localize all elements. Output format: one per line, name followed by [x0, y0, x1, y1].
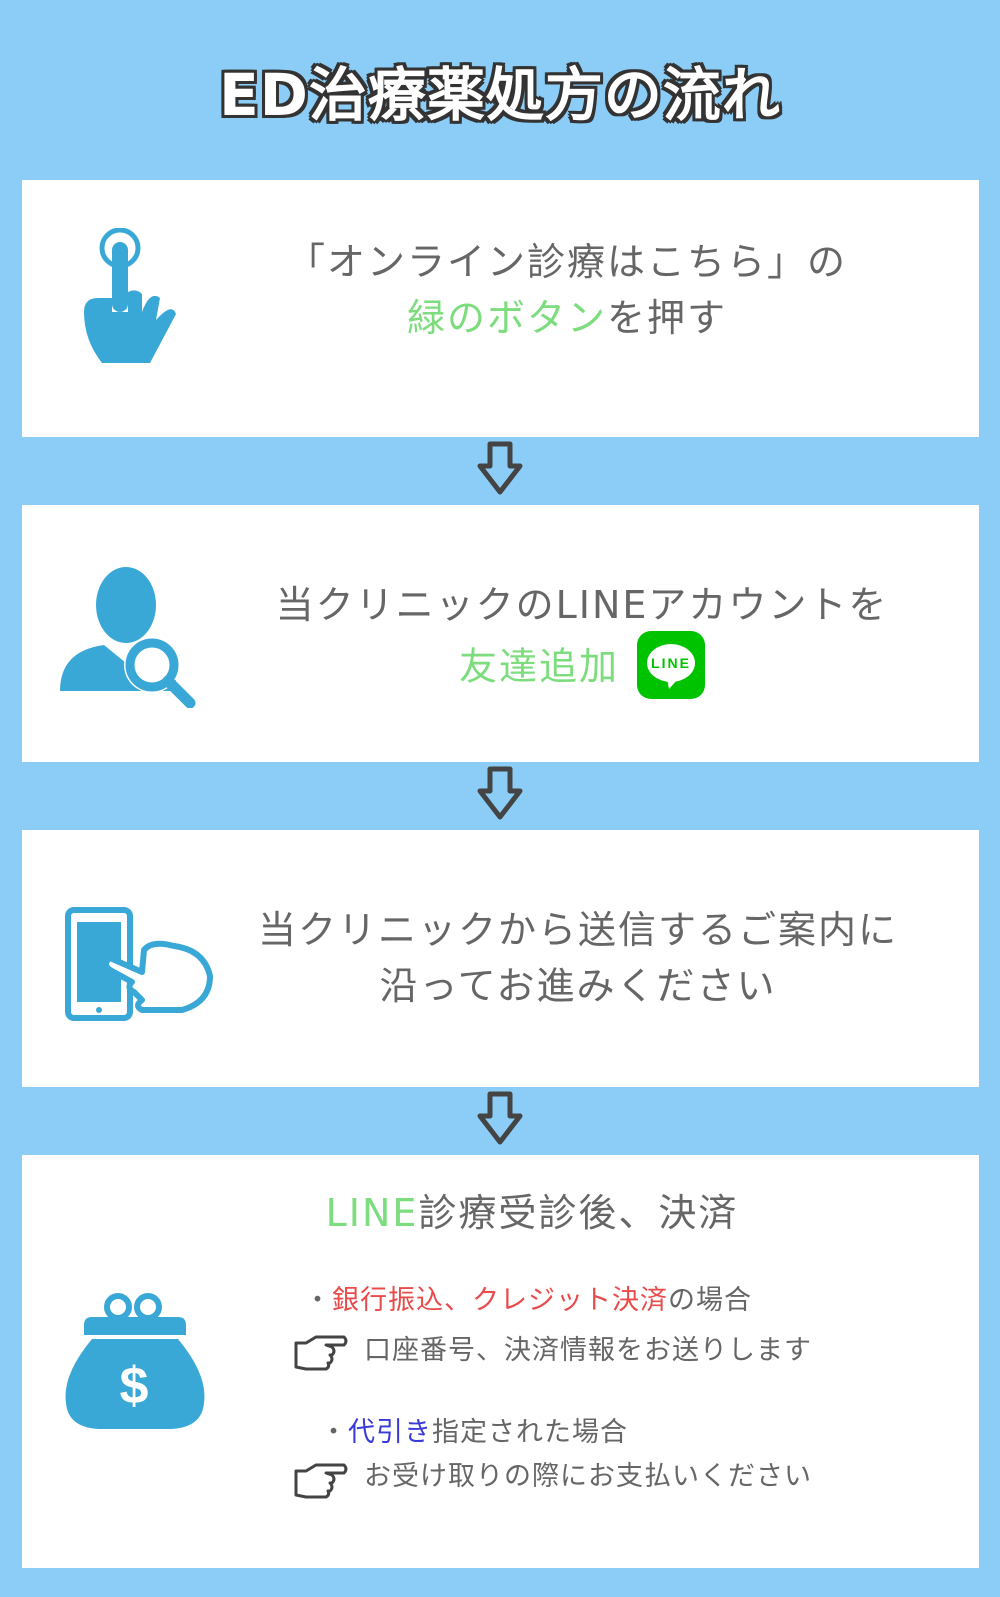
arrow-down-icon	[477, 766, 523, 820]
bullet1-rest: の場合	[668, 1285, 752, 1316]
svg-text:$: $	[120, 1357, 149, 1415]
bullet1-highlight: 銀行振込、クレジット決済	[332, 1285, 668, 1316]
hand-tap-icon	[84, 228, 176, 363]
smartphone-touch-icon	[65, 907, 213, 1021]
page-title: ED治療薬処方の流れ	[219, 61, 781, 129]
arrow-down-icon	[477, 1091, 523, 1145]
user-search-icon	[60, 567, 196, 708]
step3-line2: 沿ってお進みください	[379, 964, 777, 1008]
step-card-1: 「オンライン診療はこちら」の 緑のボタンを押す	[22, 180, 979, 437]
bullet1-detail: 口座番号、決済情報をお送りします	[364, 1335, 812, 1366]
step1-line2-rest: を押す	[607, 296, 728, 340]
bullet-bank-credit: ・銀行振込、クレジット決済の場合	[304, 1281, 752, 1321]
step4-heading: LINE診療受診後、決済	[232, 1185, 832, 1241]
step-card-3: 当クリニックから送信するご案内に 沿ってお進みください	[22, 830, 979, 1087]
step2-add-friend-label: 友達追加	[458, 644, 619, 689]
line-badge-text: LINE	[651, 655, 691, 671]
wallet-dollar-icon: $	[65, 1293, 205, 1429]
arrow-down-icon	[477, 441, 523, 495]
step2-text: 当クリニックのLINEアカウントを 友達追加 LINE	[232, 577, 932, 703]
step1-text: 「オンライン診療はこちら」の 緑のボタンを押す	[242, 234, 892, 346]
pointing-hand-icon	[294, 1463, 348, 1499]
step1-green-button-label: 緑のボタン	[406, 296, 607, 340]
step-card-4: $ LINE診療受診後、決済 ・銀行振込、クレジット決済の場合 口座番号、決済情…	[22, 1155, 979, 1568]
bullet2-highlight: 代引き	[348, 1417, 432, 1448]
bullet-dot: ・	[304, 1285, 332, 1316]
step3-line1: 当クリニックから送信するご案内に	[257, 908, 898, 952]
line-app-icon: LINE	[637, 631, 705, 699]
step3-text: 当クリニックから送信するご案内に 沿ってお進みください	[218, 902, 938, 1014]
step2-line1: 当クリニックのLINEアカウントを	[275, 583, 889, 627]
bullet-dot: ・	[320, 1417, 348, 1448]
bullet2-detail: お受け取りの際にお支払いください	[364, 1461, 812, 1492]
step1-line1: 「オンライン診療はこちら」の	[286, 240, 847, 284]
step1-line2: 緑のボタンを押す	[242, 290, 892, 346]
step4-heading-line: LINE	[325, 1191, 419, 1235]
step-card-2: 当クリニックのLINEアカウントを 友達追加 LINE	[22, 505, 979, 762]
step2-line2: 友達追加 LINE	[232, 631, 932, 703]
step4-heading-rest: 診療受診後、決済	[418, 1191, 739, 1235]
bullet2-rest: 指定された場合	[432, 1417, 628, 1448]
bullet-cod: ・代引き指定された場合	[320, 1413, 628, 1453]
pointing-hand-icon	[294, 1335, 348, 1371]
